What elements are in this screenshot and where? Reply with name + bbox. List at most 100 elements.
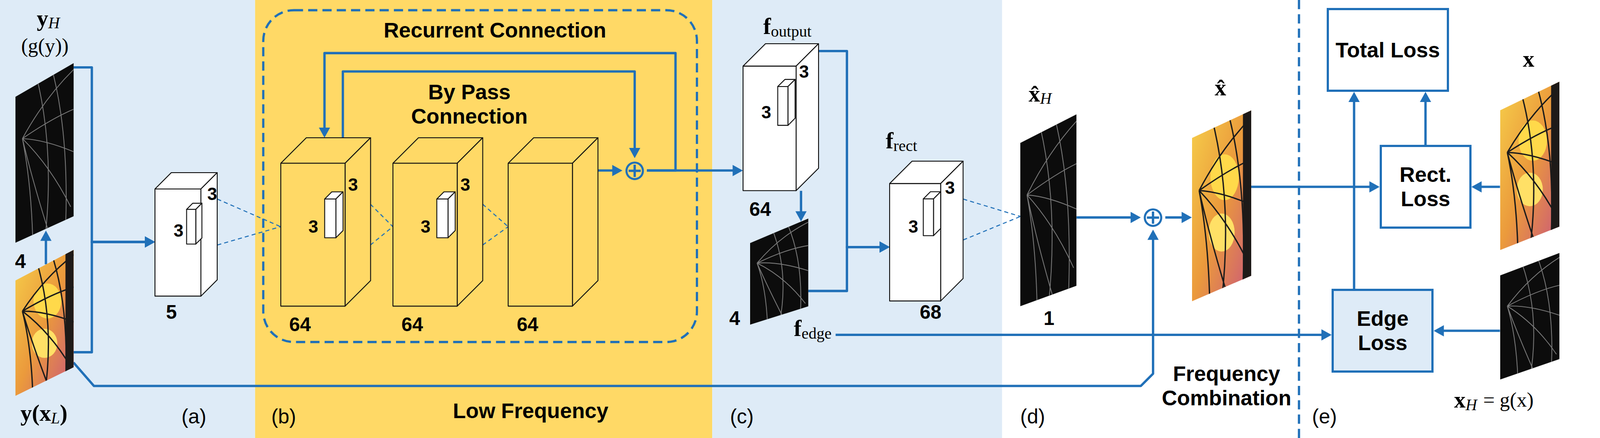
math-expression: (g(y))	[21, 34, 69, 58]
connector-line	[73, 241, 146, 353]
arrowhead	[1419, 91, 1431, 102]
connector	[482, 203, 509, 245]
math-subscript: H	[48, 14, 60, 33]
kernel-size: 3	[420, 216, 431, 237]
connector-line	[1076, 216, 1132, 219]
wing-veins	[1199, 110, 1255, 306]
channel-count: 4	[729, 307, 740, 330]
connector-line	[1442, 329, 1500, 333]
block-face	[796, 43, 819, 191]
image-illustration	[1020, 114, 1077, 307]
channel-count: 64	[401, 313, 423, 336]
connector	[73, 236, 155, 352]
arrowhead	[1321, 329, 1332, 341]
connector-line	[324, 52, 676, 171]
panel-band: 3364336464⊕(b)Low Frequency	[255, 0, 713, 438]
block-face	[448, 191, 456, 238]
arrowhead	[1369, 181, 1380, 193]
conv-block: frect3368	[889, 161, 963, 302]
block-face	[889, 183, 941, 302]
channel-count: 64	[516, 313, 539, 336]
wing-veins	[1026, 114, 1080, 310]
connector-line	[73, 238, 1153, 386]
projection-line	[963, 199, 1021, 217]
loss-box: Total Loss	[1326, 7, 1450, 92]
channel-count: 64	[749, 197, 771, 221]
loss-box: Rect. Loss	[1379, 144, 1472, 229]
kernel-size: 3	[207, 183, 218, 204]
connector	[835, 329, 1332, 341]
arrowhead	[1181, 211, 1192, 223]
math-subscript: rect	[893, 136, 917, 155]
kernel-size: 3	[945, 177, 955, 198]
math-symbol: y	[36, 5, 49, 32]
connector	[818, 51, 891, 253]
connector	[217, 199, 281, 246]
wing-border	[65, 249, 77, 397]
image-illustration	[15, 249, 74, 397]
projection-line	[482, 203, 509, 227]
connector	[73, 67, 155, 248]
arrowhead	[144, 236, 155, 248]
connector	[1471, 181, 1501, 193]
math-subscript: H	[1465, 396, 1478, 415]
connector-line	[818, 51, 881, 248]
block-face	[456, 137, 483, 306]
image-thumbnail: x	[1500, 81, 1560, 250]
kernel-size: 3	[908, 216, 918, 237]
math-expression: = g(x)	[1483, 388, 1534, 412]
wing-veins	[22, 249, 77, 399]
projection-line	[217, 199, 281, 227]
section-divider	[1298, 0, 1301, 438]
connector-line	[597, 169, 614, 172]
block-face	[324, 199, 336, 238]
arrowhead	[1348, 91, 1360, 102]
image-detail	[1026, 114, 1080, 310]
projection-line	[370, 226, 393, 246]
connector	[1165, 211, 1192, 223]
connector-line	[44, 239, 47, 265]
sum-symbol: ⊕	[1141, 200, 1166, 234]
connector	[40, 230, 52, 265]
panel-band: foutput33644fedgefrect3368(c)	[712, 0, 1002, 438]
wing-veins	[1507, 81, 1563, 254]
panel-letter: (a)	[181, 404, 207, 429]
connection-label: Recurrent Connection	[383, 18, 607, 43]
image-illustration	[1192, 110, 1252, 302]
connector-line	[1352, 101, 1355, 289]
loss-label: Rect. Loss	[1388, 162, 1463, 212]
connector-line	[1165, 216, 1183, 219]
math-subscript: L	[51, 409, 61, 428]
arrowhead	[879, 241, 890, 253]
math-symbol: y(x	[20, 400, 51, 427]
image-illustration	[15, 63, 74, 243]
block-face	[392, 163, 458, 307]
band-title: Low Frequency	[452, 399, 609, 424]
image-illustration	[750, 218, 809, 325]
image-thumbnail: x̂H1	[1020, 114, 1077, 307]
projection-line	[482, 226, 509, 246]
kernel-size: 3	[799, 61, 809, 82]
block-face	[923, 199, 934, 236]
block-face	[436, 199, 448, 238]
channel-count: 68	[919, 301, 942, 324]
image-detail	[22, 63, 77, 247]
math-symbol: f	[793, 315, 802, 342]
block-illustration	[280, 137, 371, 306]
arrowhead	[1471, 181, 1482, 193]
connector	[1419, 91, 1431, 145]
kernel-size: 3	[173, 220, 184, 241]
block-face	[787, 79, 795, 126]
math-symbol: x	[1522, 45, 1535, 73]
connector	[1076, 211, 1141, 223]
panel-band: yH(g(y))y(xL)3354(a)	[0, 0, 256, 438]
math-subscript: output	[770, 22, 812, 41]
wing-veins	[1507, 252, 1563, 382]
projection-line	[217, 226, 281, 246]
image-thumbnail: 4fedge	[750, 218, 809, 325]
arrowhead	[732, 164, 743, 176]
math-symbol: f	[885, 127, 894, 155]
connector	[1348, 91, 1360, 289]
connector-line	[800, 190, 803, 213]
block-face	[186, 209, 197, 245]
